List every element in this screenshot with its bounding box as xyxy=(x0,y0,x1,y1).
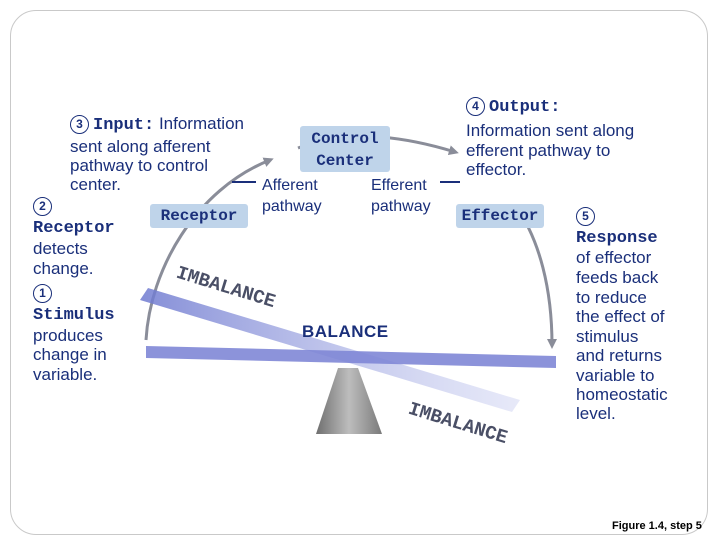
fulcrum xyxy=(316,368,382,434)
output-line-2: efferent pathway to xyxy=(466,141,611,160)
receptor-line-1: detects xyxy=(33,239,88,258)
figure-caption: Figure 1.4, step 5 xyxy=(612,520,702,532)
slide-frame xyxy=(10,10,708,535)
step-1-badge-wrap: 1 xyxy=(33,283,56,304)
effector-box: Effector xyxy=(456,204,544,228)
efferent-label-1: Efferent xyxy=(371,177,427,194)
step-2-badge-wrap: 2 xyxy=(33,196,56,217)
response-line-7: variable to xyxy=(576,366,655,385)
input-line-4: center. xyxy=(70,175,122,194)
stimulus-line-1: produces xyxy=(33,326,103,345)
efferent-label-2: pathway xyxy=(371,198,431,215)
balance-beam xyxy=(146,346,556,368)
stimulus-title: Stimulus xyxy=(33,306,115,325)
response-line-3: to reduce xyxy=(576,288,647,307)
input-line-3: pathway to control xyxy=(70,156,208,175)
control-center-line-2: Center xyxy=(316,152,374,170)
output-label: Output: xyxy=(489,98,561,117)
imbalance-beam xyxy=(140,288,520,412)
step-3-badge: 3 xyxy=(70,115,89,135)
receptor-title: Receptor xyxy=(33,219,115,238)
feedback-arc-left xyxy=(144,157,274,341)
input-line-2: sent along afferent xyxy=(70,137,211,156)
response-line-2: feeds back xyxy=(576,268,659,287)
stimulus-line-3: variable. xyxy=(33,365,98,384)
afferent-label-2: pathway xyxy=(262,198,322,215)
response-line-1: of effector xyxy=(576,248,652,267)
step-5-badge-wrap: 5 xyxy=(576,206,599,227)
receptor-line-2: change. xyxy=(33,259,94,278)
step-4-badge: 4 xyxy=(466,97,485,117)
afferent-label-1: Afferent xyxy=(262,177,318,194)
output-line-1: Information sent along xyxy=(466,121,635,140)
step-5-badge: 5 xyxy=(576,207,595,227)
response-line-8: homeostatic xyxy=(576,385,668,404)
response-line-6: and returns xyxy=(576,346,662,365)
response-title: Response xyxy=(576,229,658,248)
input-label: Input: xyxy=(93,116,155,135)
control-center-box: Control Center xyxy=(300,126,390,172)
response-line-9: level. xyxy=(576,404,616,423)
input-line-1: Information xyxy=(158,114,244,133)
receptor-box: Receptor xyxy=(150,204,248,228)
control-center-line-1: Control xyxy=(311,130,379,148)
response-line-5: stimulus xyxy=(576,327,639,346)
step-1-badge: 1 xyxy=(33,284,52,304)
balance-label: BALANCE xyxy=(302,322,389,341)
stimulus-line-2: change in xyxy=(33,345,107,364)
output-line-3: effector. xyxy=(466,160,527,179)
response-line-4: the effect of xyxy=(576,307,665,326)
step-2-badge: 2 xyxy=(33,197,52,217)
